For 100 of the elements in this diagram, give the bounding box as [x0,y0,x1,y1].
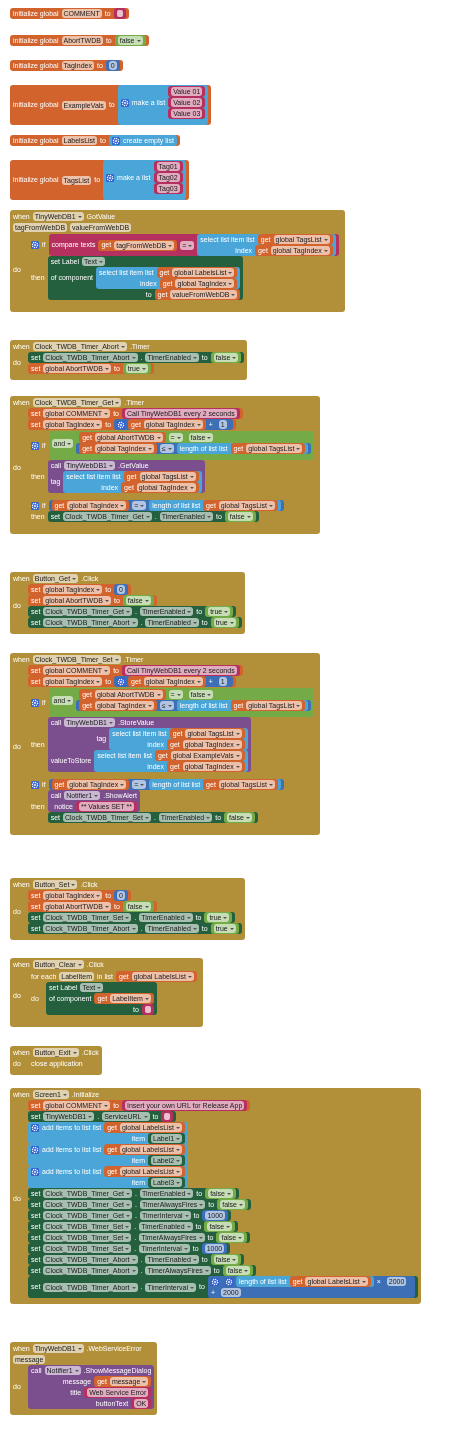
list-block [149,779,282,790]
variable-block [28,676,236,687]
variable-block [156,267,238,278]
list-block [63,471,202,493]
variable-block [167,739,245,750]
variable-block [79,432,166,443]
event-block [10,1088,422,1304]
event-block [10,572,245,634]
variable-block [230,443,306,454]
variable-block [28,890,131,901]
list-block [176,443,309,454]
variable-block [51,500,130,511]
component-block [28,1232,251,1243]
list-block [103,160,186,200]
variable-block [128,676,206,687]
event-block [10,1342,158,1415]
list-block [96,267,241,289]
variable-block [104,1166,186,1177]
event-block [10,878,245,940]
variable-block [79,700,157,711]
variable-block [104,1144,186,1155]
variable-block [123,471,199,482]
component-block [46,982,157,1015]
component-block [28,617,242,628]
variable-block [289,1276,371,1287]
component-block [28,1276,419,1298]
component-block [28,1254,245,1265]
variable-block [79,443,157,454]
variable-block [128,419,206,430]
component-block [28,1188,239,1199]
variable-block [104,1122,186,1133]
variable-block [169,728,245,739]
variable-block [28,665,243,676]
variable-block [28,584,131,595]
list-block [28,1166,189,1188]
event-block [10,1046,102,1075]
list-block [94,750,248,772]
list-block [108,135,177,146]
variable-block [79,689,166,700]
variable-block [255,245,333,256]
list-block [28,1122,189,1144]
variable-block [10,8,129,19]
variable-block [28,1100,251,1111]
variable-block [116,971,197,982]
list-block [109,728,248,750]
variable-block [10,60,123,71]
component-block [28,1243,231,1254]
event-block [10,340,248,380]
component-block [47,511,259,522]
variable-block [159,278,238,289]
component-block [28,606,237,617]
variable-block [10,35,149,46]
event-block [10,958,203,1027]
variable-block [51,779,130,790]
logic-block [48,688,315,717]
variable-block [98,239,178,251]
variable-block [167,761,245,772]
variable-block [28,419,236,430]
list-block [28,1144,189,1166]
variable-block [94,1376,152,1387]
variable-block [121,482,199,493]
variable-block [10,135,180,146]
call-block [47,717,251,772]
call-block [47,790,141,812]
list-block [176,700,309,711]
variable-block [28,408,243,419]
component-block [28,1210,231,1221]
math-block [114,676,233,687]
math-block [76,700,312,711]
event-block [10,210,345,312]
event-block [10,653,321,835]
math-block [76,443,312,454]
logic-block [48,431,315,460]
component-block [47,256,244,300]
event-block [10,396,321,534]
variable-block [28,901,157,912]
component-block [28,1199,251,1210]
list-block [149,500,282,511]
math-block [48,500,285,511]
variable-block [154,289,241,300]
text-block [48,234,339,256]
math-block [48,779,285,790]
component-block [28,1221,239,1232]
list-block [235,1276,374,1287]
variable-block [10,85,212,125]
math-block [207,1276,416,1298]
list-block [117,85,209,125]
math-block [114,419,233,430]
component-block [28,352,245,363]
component-block [28,923,242,934]
variable-block [28,363,154,374]
list-block [197,234,336,256]
variable-block [203,500,279,511]
call-block [28,1365,155,1409]
variable-block [154,750,245,761]
variable-block [28,595,157,606]
component-block [47,812,258,823]
variable-block [10,160,189,200]
component-block [28,1111,177,1122]
component-block [28,1265,257,1276]
